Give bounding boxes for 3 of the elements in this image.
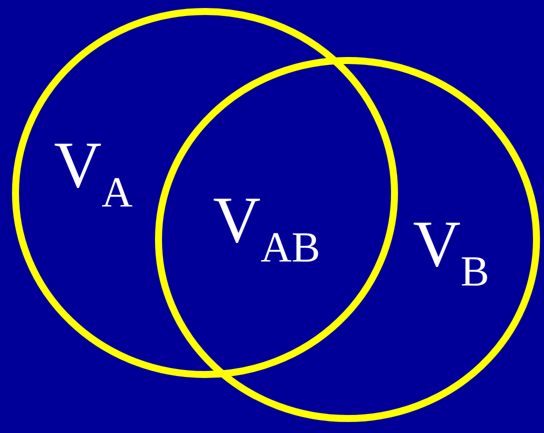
set-label: V$_{B}$ [413,212,490,294]
set-label: V$_{A}$ [54,133,133,216]
intersection-label: V$_{AB}$ [213,188,320,270]
